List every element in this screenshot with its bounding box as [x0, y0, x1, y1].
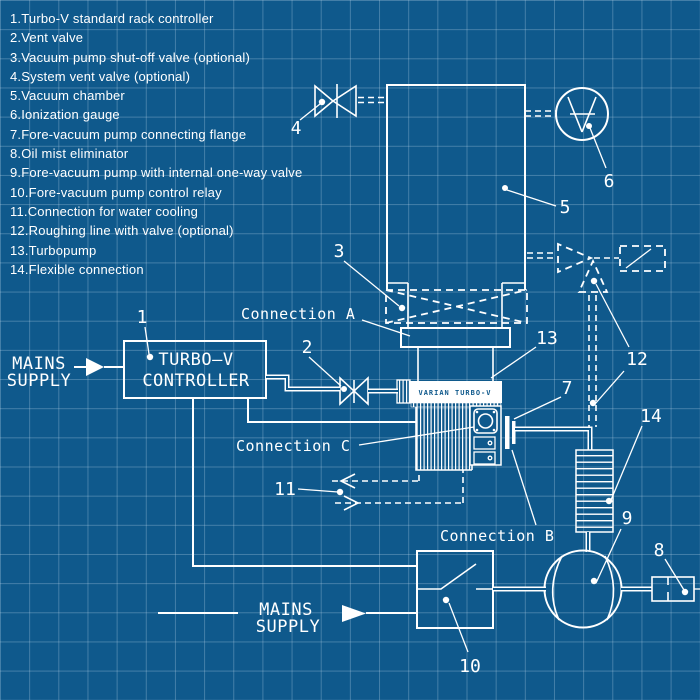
mains-supply-top: MAINS SUPPLY — [7, 354, 124, 391]
callout-9: 9 — [622, 508, 633, 529]
connection-c-label: Connection C — [236, 437, 350, 455]
callout-7: 7 — [562, 378, 573, 399]
callout-leader-6 — [589, 127, 607, 169]
pump-brand-label: VARIAN TURBO-V — [418, 389, 491, 397]
connection-b-leader — [511, 449, 537, 526]
callout-dot-3 — [398, 304, 406, 312]
controller-to-pump-wire — [247, 398, 416, 423]
legend-item-11: 11.Connection for water cooling — [10, 203, 199, 219]
system-vent-valve — [314, 84, 387, 118]
connection-a-flange — [400, 327, 511, 348]
callout-leader-5 — [506, 189, 557, 207]
vacuum-chamber — [386, 84, 526, 328]
mains-bottom-label-1: MAINS — [259, 600, 313, 620]
callout-leader-4 — [299, 103, 321, 121]
mains-top-label-1: MAINS — [12, 354, 66, 374]
legend-item-5: 5.Vacuum chamber — [10, 88, 125, 104]
callout-leader-8 — [664, 558, 685, 591]
connection-a-label: Connection A — [241, 305, 355, 323]
legend-item-9: 9.Fore-vacuum pump with internal one-way… — [10, 165, 303, 181]
callout-leader-14 — [610, 425, 643, 501]
legend-item-10: 10.Fore-vacuum pump control relay — [10, 184, 222, 200]
ionization-gauge — [525, 87, 609, 141]
vent-port-fitting — [396, 379, 411, 404]
controller-to-relay-wire — [192, 398, 417, 567]
callout-10: 10 — [459, 656, 481, 677]
legend-item-2: 2.Vent valve — [10, 30, 84, 46]
callout-leader-3 — [343, 260, 400, 307]
callout-6: 6 — [604, 171, 615, 192]
legend-item-8: 8.Oil mist eliminator — [10, 146, 129, 162]
arrow-right-icon — [343, 495, 360, 511]
legend-item-1: 1.Turbo-V standard rack controller — [10, 11, 214, 26]
forall-symbol — [567, 96, 597, 133]
oil-mist-eliminator — [621, 576, 700, 602]
callout-4: 4 — [291, 118, 302, 139]
callout-leader-2 — [308, 356, 342, 387]
mains-supply-bottom: MAINS SUPPLY — [158, 600, 417, 637]
mains-top-label-2: SUPPLY — [7, 371, 71, 391]
legend-item-3: 3.Vacuum pump shut-off valve (optional) — [10, 49, 250, 65]
legend: 1.Turbo-V standard rack controller 2.Ven… — [10, 9, 302, 279]
connection-c-leader — [358, 426, 475, 446]
legend-item-13: 13.Turbopump — [10, 242, 97, 258]
turbopump: VARIAN TURBO-V — [396, 347, 502, 471]
callout-11: 11 — [274, 479, 296, 500]
callout-8: 8 — [654, 540, 665, 561]
connection-a-leader — [361, 319, 411, 337]
legend-item-14: 14.Flexible connection — [10, 261, 144, 277]
legend-item-4: 4.System vent valve (optional) — [10, 68, 191, 84]
shutoff-valve — [385, 289, 528, 324]
legend-item-7: 7.Fore-vacuum pump connecting flange — [10, 126, 247, 142]
flexible-connection — [575, 449, 614, 552]
connection-b-label: Connection B — [440, 527, 554, 545]
arrow-left-icon — [339, 473, 356, 489]
fore-vacuum-flange — [505, 416, 593, 450]
mains-arrow-top-icon — [86, 358, 104, 376]
callout-3: 3 — [334, 241, 345, 262]
legend-item-6: 6.Ionization gauge — [10, 107, 120, 123]
legend-item-12: 12.Roughing line with valve (optional) — [10, 223, 234, 239]
callout-12: 12 — [626, 349, 648, 370]
callout-dot-5 — [502, 185, 508, 191]
callout-leader-1 — [144, 326, 150, 355]
fore-vacuum-pump — [543, 549, 623, 629]
roughing-line-valve — [527, 242, 666, 427]
callout-14: 14 — [640, 406, 662, 427]
relay-switch — [417, 563, 493, 590]
callout-1: 1 — [137, 307, 148, 328]
callout-leader-7 — [513, 396, 562, 420]
water-cooling — [297, 470, 464, 511]
callout-leader-12 — [594, 283, 630, 405]
callout-leader-9 — [595, 528, 622, 584]
mains-bottom-label-2: SUPPLY — [256, 617, 320, 637]
callout-2: 2 — [302, 337, 313, 358]
pump-fins — [416, 407, 472, 470]
roughing-line-dashed — [588, 295, 597, 427]
pump-control-relay — [416, 550, 546, 629]
callout-5: 5 — [560, 197, 571, 218]
callout-leader-13 — [490, 346, 537, 379]
vent-valve — [339, 376, 369, 406]
mains-arrow-bottom-icon — [342, 605, 366, 622]
controller-label-1: TURBO–V — [158, 350, 233, 370]
callout-13: 13 — [536, 328, 558, 349]
pump-connector-panel — [469, 405, 502, 466]
controller-wiring — [192, 374, 417, 567]
callout-leader-10 — [448, 602, 469, 653]
controller-label-2: CONTROLLER — [142, 371, 250, 391]
connection-c-connector — [477, 413, 494, 429]
turbo-v-controller: TURBO–V CONTROLLER — [123, 340, 267, 399]
